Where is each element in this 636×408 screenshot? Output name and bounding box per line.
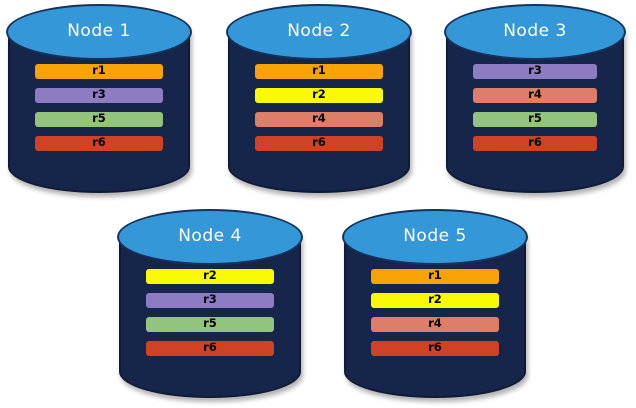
replica-label: r4 xyxy=(528,87,542,102)
node-1[interactable]: Node 1 r1 r3 r5 r6 xyxy=(6,4,192,193)
replica-bar[interactable]: r6 xyxy=(35,135,163,151)
replica-label: r5 xyxy=(528,111,542,126)
replica-bar[interactable]: r3 xyxy=(472,63,598,79)
node-label: Node 5 xyxy=(403,225,467,246)
node-cylinder-top: Node 3 xyxy=(444,4,626,60)
replica-bar[interactable]: r1 xyxy=(371,268,499,284)
replica-list: r1 r2 r4 r6 xyxy=(228,64,410,151)
replica-bar[interactable]: r6 xyxy=(255,135,383,151)
replica-label: r4 xyxy=(312,111,326,126)
node-3[interactable]: Node 3 r3 r4 r5 r6 xyxy=(444,4,626,193)
node-label: Node 1 xyxy=(67,20,131,41)
node-cylinder-top: Node 1 xyxy=(6,4,192,60)
replica-list: r3 r4 r5 r6 xyxy=(446,64,624,151)
replica-bar[interactable]: r6 xyxy=(472,135,598,151)
node-label: Node 3 xyxy=(503,20,567,41)
replica-bar[interactable]: r4 xyxy=(472,87,598,103)
replica-label: r6 xyxy=(528,135,542,150)
replica-label: r2 xyxy=(312,87,326,102)
replica-bar[interactable]: r2 xyxy=(146,268,274,284)
replica-bar[interactable]: r5 xyxy=(472,111,598,127)
replica-label: r5 xyxy=(92,111,106,126)
node-label: Node 4 xyxy=(178,225,242,246)
node-cylinder-top: Node 2 xyxy=(226,4,412,60)
replica-bar[interactable]: r4 xyxy=(371,316,499,332)
node-label: Node 2 xyxy=(287,20,351,41)
replica-label: r3 xyxy=(203,292,217,307)
replica-list: r1 r2 r4 r6 xyxy=(344,269,526,356)
replica-bar[interactable]: r5 xyxy=(146,316,274,332)
replica-bar[interactable]: r1 xyxy=(255,63,383,79)
replica-label: r6 xyxy=(312,135,326,150)
replica-label: r1 xyxy=(312,63,326,78)
replica-label: r6 xyxy=(92,135,106,150)
replica-bar[interactable]: r1 xyxy=(35,63,163,79)
replica-label: r6 xyxy=(203,340,217,355)
replica-bar[interactable]: r2 xyxy=(255,87,383,103)
node-4[interactable]: Node 4 r2 r3 r5 r6 xyxy=(117,209,303,398)
node-2[interactable]: Node 2 r1 r2 r4 r6 xyxy=(226,4,412,193)
node-5[interactable]: Node 5 r1 r2 r4 r6 xyxy=(342,209,528,398)
replica-bar[interactable]: r2 xyxy=(371,292,499,308)
replica-bar[interactable]: r6 xyxy=(371,340,499,356)
replica-list: r2 r3 r5 r6 xyxy=(119,269,301,356)
replica-label: r1 xyxy=(92,63,106,78)
replica-list: r1 r3 r5 r6 xyxy=(8,64,190,151)
replica-label: r5 xyxy=(203,316,217,331)
replica-bar[interactable]: r3 xyxy=(146,292,274,308)
replica-bar[interactable]: r6 xyxy=(146,340,274,356)
replica-label: r2 xyxy=(203,268,217,283)
node-cylinder-top: Node 5 xyxy=(342,209,528,265)
node-cylinder-top: Node 4 xyxy=(117,209,303,265)
replica-bar[interactable]: r3 xyxy=(35,87,163,103)
replica-label: r4 xyxy=(428,316,442,331)
replica-label: r6 xyxy=(428,340,442,355)
replica-bar[interactable]: r4 xyxy=(255,111,383,127)
replica-label: r3 xyxy=(528,63,542,78)
replica-label: r3 xyxy=(92,87,106,102)
replica-label: r1 xyxy=(428,268,442,283)
replica-label: r2 xyxy=(428,292,442,307)
replica-bar[interactable]: r5 xyxy=(35,111,163,127)
